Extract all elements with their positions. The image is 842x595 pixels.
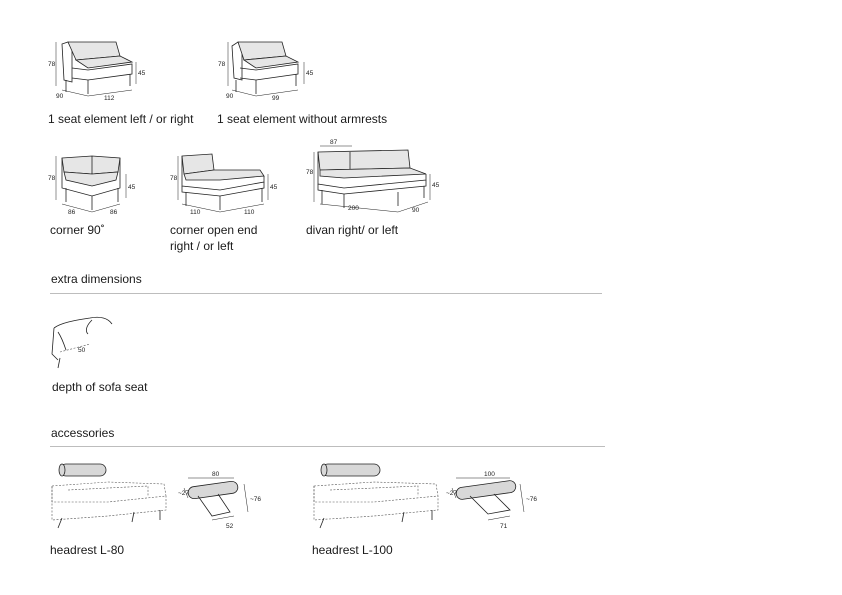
dim-height: 78 <box>170 175 178 182</box>
dim-width: 80 <box>212 471 220 478</box>
dim-depth: 110 <box>190 209 201 216</box>
dim-base: 52 <box>226 523 234 530</box>
dim-width: 112 <box>104 95 115 102</box>
headrest-l100-detail-image: 100 ~27 ~76 71 <box>444 470 538 532</box>
dim-depth: ~27 <box>446 490 457 497</box>
caption-line-1: corner open end <box>170 223 258 237</box>
seat-depth-image: 50 <box>48 314 118 370</box>
dim-height: 78 <box>218 61 226 68</box>
section-divider <box>50 293 602 294</box>
dim-depth: 90 <box>226 93 234 100</box>
section-heading-extra-dimensions: extra dimensions <box>51 272 142 286</box>
section-heading-accessories: accessories <box>51 426 115 440</box>
dim-depth: 86 <box>68 209 76 216</box>
dim-height: 78 <box>306 169 314 176</box>
caption-line-2: right / or left <box>170 239 234 253</box>
caption-corner-open-end: corner open end right / or left <box>170 222 257 254</box>
caption-corner-90: corner 90˚ <box>50 223 105 237</box>
caption-1-seat-no-armrests: 1 seat element without armrests <box>217 112 388 126</box>
dim-width: 86 <box>110 209 118 216</box>
dim-seat: 45 <box>432 182 440 189</box>
dim-height: ~76 <box>250 496 261 503</box>
caption-seat-depth: depth of sofa seat <box>52 380 148 394</box>
product-image-divan: 87 78 45 200 90 <box>304 139 444 216</box>
dim-depth: 90 <box>56 93 64 100</box>
product-image-corner-90: 78 45 86 86 <box>48 152 148 216</box>
product-image-1-seat-left-right: 78 45 90 112 <box>48 38 148 102</box>
dim-depth: ~27 <box>178 490 189 497</box>
dim-width: 110 <box>244 209 255 216</box>
headrest-l100-sofa-image <box>310 460 440 532</box>
caption-divan: divan right/ or left <box>306 223 399 237</box>
product-image-corner-open-end: 78 45 110 110 <box>168 152 280 216</box>
dim-seat: 45 <box>138 70 146 77</box>
dim-depth: 50 <box>78 347 86 354</box>
headrest-l80-sofa-image <box>48 460 170 532</box>
dim-top: 87 <box>330 139 338 146</box>
headrest-l80-detail-image: 80 ~27 ~76 52 <box>178 470 262 532</box>
dim-base: 71 <box>500 523 508 530</box>
dim-seat: 45 <box>270 184 278 191</box>
dim-height: 78 <box>48 61 56 68</box>
dim-width: 200 <box>348 205 359 212</box>
caption-headrest-l80: headrest L-80 <box>50 543 125 557</box>
caption-1-seat-left-right: 1 seat element left / or right <box>48 112 194 126</box>
section-divider <box>50 446 605 447</box>
dim-height: 78 <box>48 175 56 182</box>
dim-seat: 45 <box>128 184 136 191</box>
dim-depth: 90 <box>412 207 420 214</box>
dim-width: 100 <box>484 471 495 478</box>
dim-width: 99 <box>272 95 280 102</box>
dim-seat: 45 <box>306 70 314 77</box>
dim-height: ~76 <box>526 496 537 503</box>
caption-headrest-l100: headrest L-100 <box>312 543 393 557</box>
product-image-1-seat-no-armrests: 78 45 90 99 <box>218 38 318 102</box>
